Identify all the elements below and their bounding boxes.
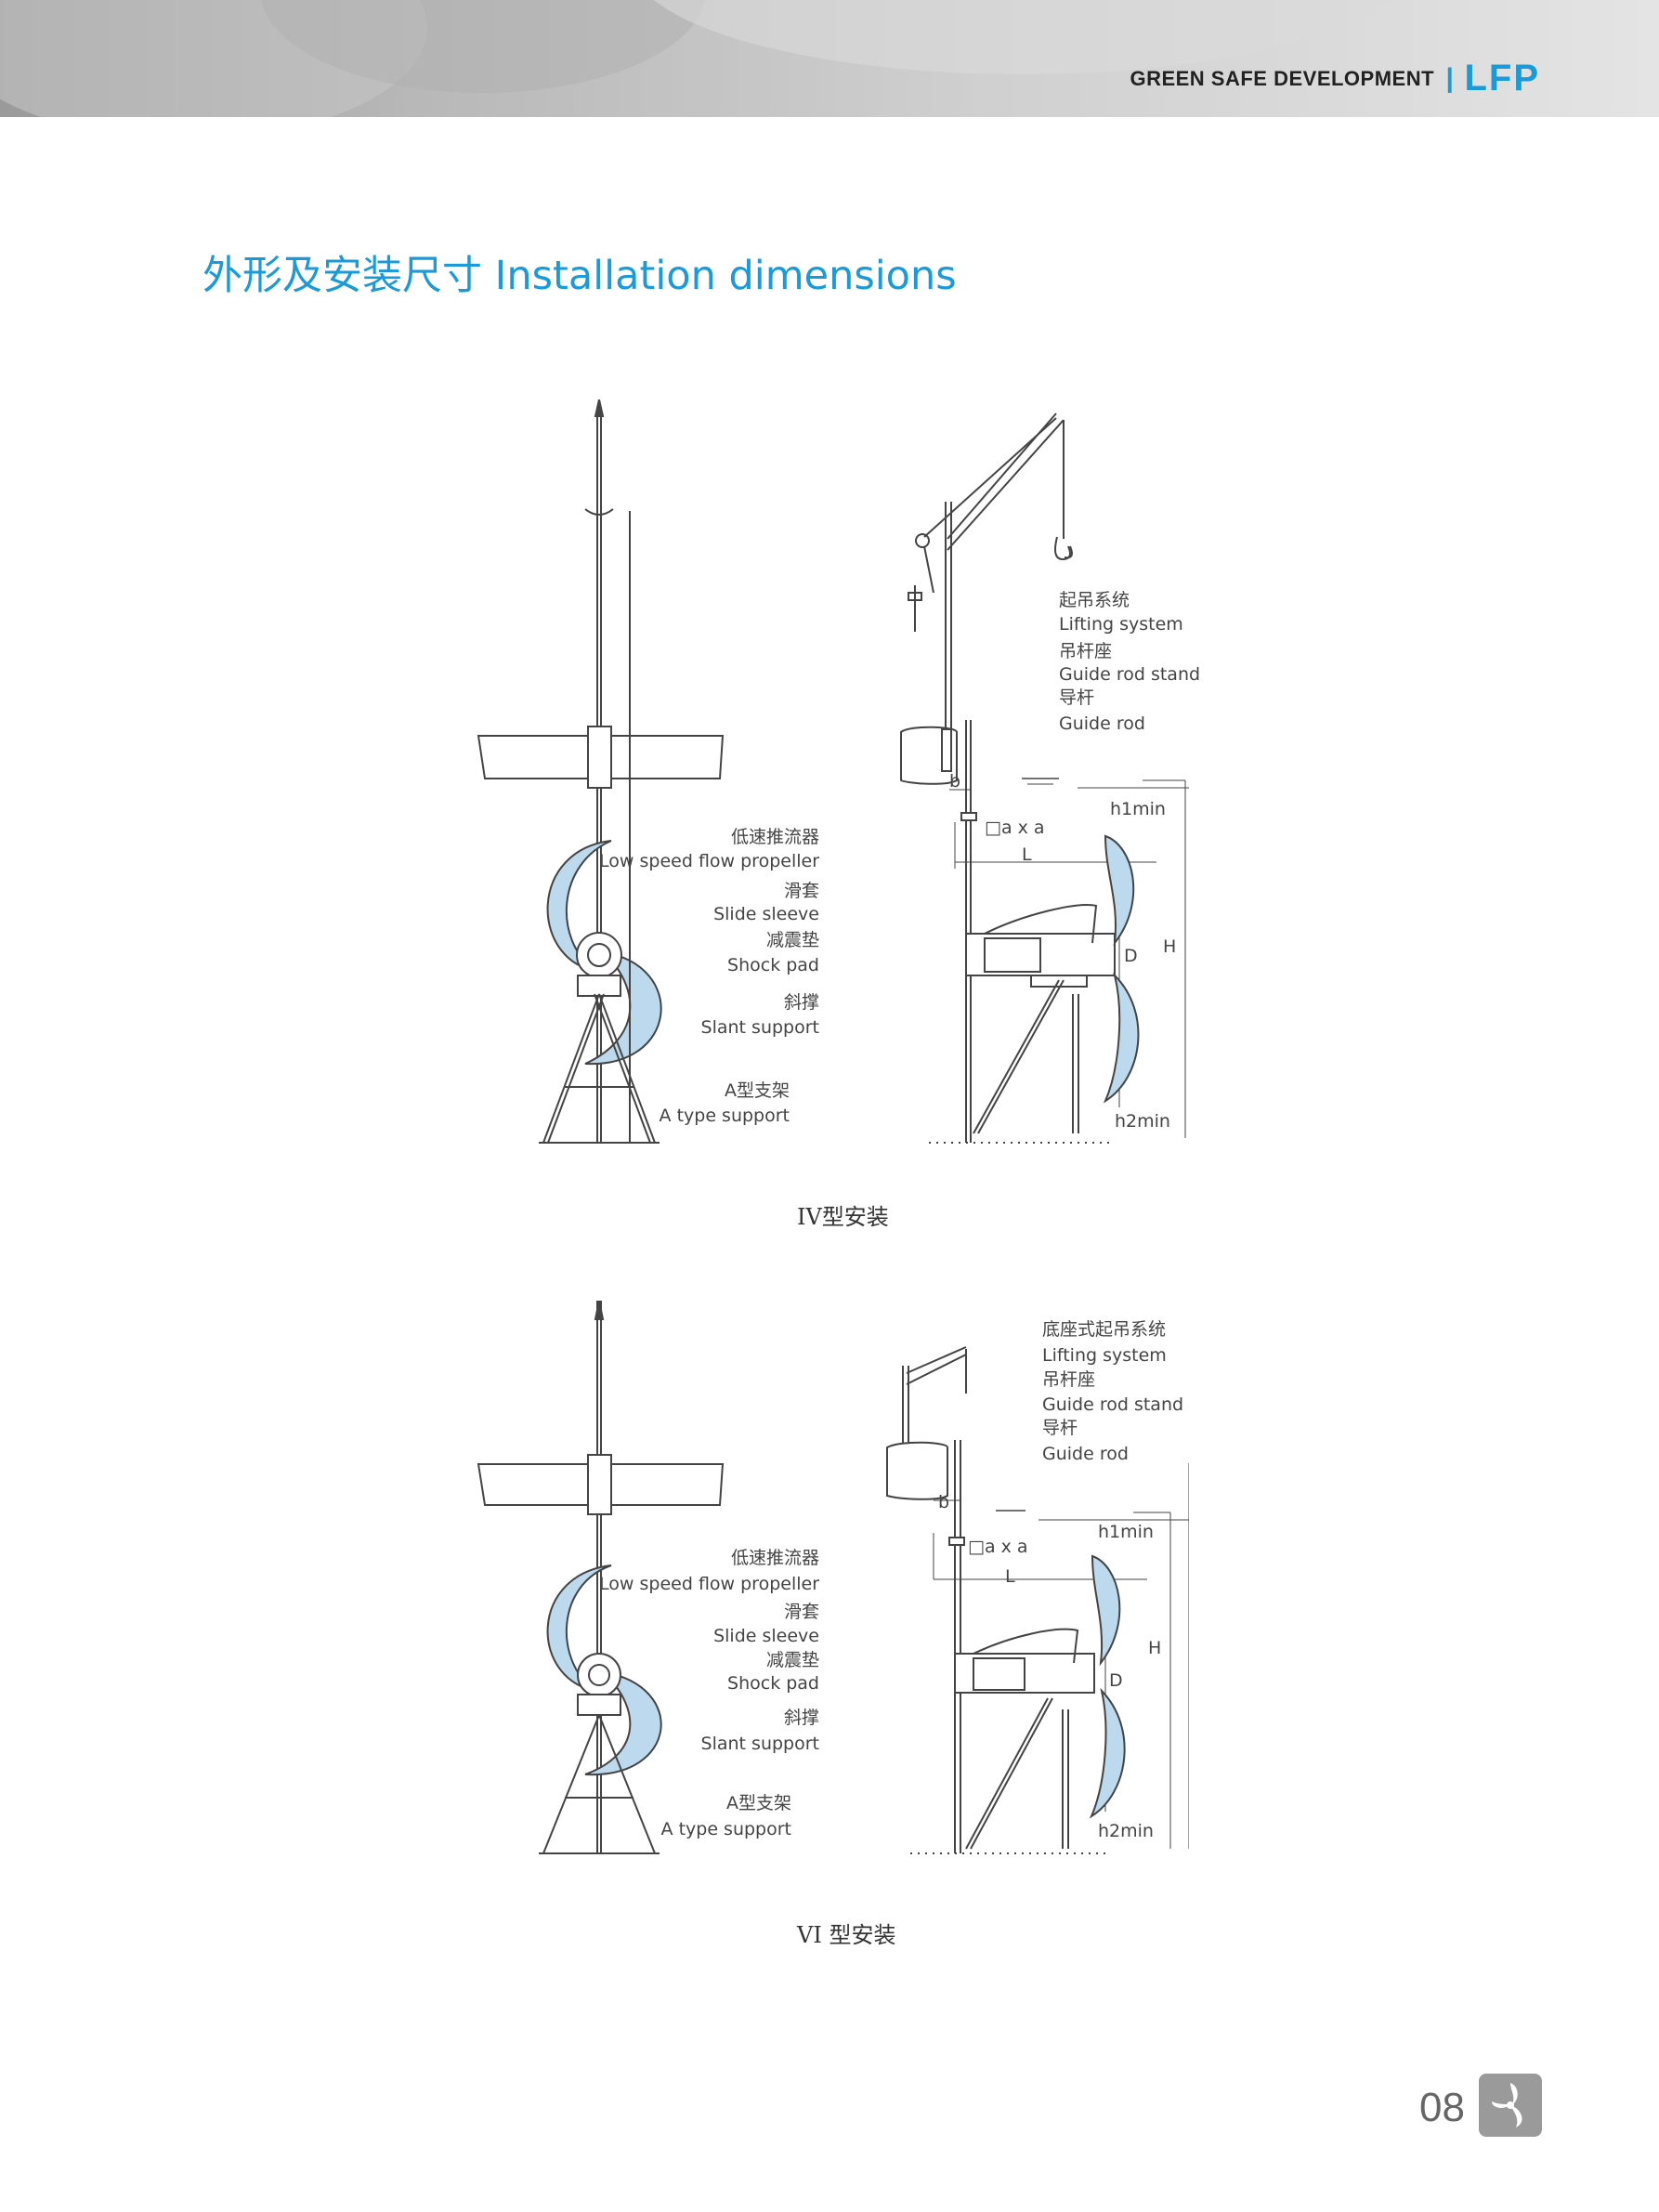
label-propeller-cn: 低速推流器 [730, 1548, 819, 1568]
label-slant-cn: 斜撑 [783, 992, 819, 1013]
dim-L: L [1022, 844, 1032, 865]
dim-b: b [938, 1492, 950, 1512]
dim-h1: h1min [1098, 1522, 1154, 1542]
label-lifting-cn: 底座式起吊系统 [1042, 1319, 1167, 1340]
brand-separator: | [1445, 62, 1454, 94]
figure-vi-drawing [477, 1301, 1189, 1854]
caption-iv: IV型安装 [797, 1204, 889, 1230]
label-atype-cn: A型支架 [726, 1793, 791, 1813]
label-stand-cn: 吊杆座 [1042, 1369, 1096, 1390]
label-stand-en: Guide rod stand [1059, 664, 1201, 685]
dim-H: H [1163, 936, 1177, 957]
label-slant-en: Slant support [700, 1734, 819, 1754]
label-atype-cn: A型支架 [725, 1080, 790, 1101]
brand-logo: LFP [1464, 58, 1540, 98]
label-shock-cn: 减震垫 [765, 1650, 819, 1670]
header-band: GREEN SAFE DEVELOPMENT | LFP [0, 0, 1659, 117]
brand: GREEN SAFE DEVELOPMENT | LFP [1130, 58, 1540, 99]
label-stand-en: Guide rod stand [1042, 1394, 1184, 1415]
page-number: 08 [1419, 2085, 1465, 2130]
label-sleeve-cn: 滑套 [783, 1602, 819, 1622]
label-rod-en: Guide rod [1059, 713, 1145, 734]
label-rod-en: Guide rod [1042, 1444, 1129, 1464]
label-slant-cn: 斜撑 [783, 1708, 819, 1728]
label-propeller-en: Low speed flow propeller [599, 1574, 819, 1594]
label-atype-en: A type support [660, 1819, 791, 1839]
label-slant-en: Slant support [700, 1017, 819, 1038]
dim-h2: h2min [1115, 1111, 1170, 1132]
label-rod-cn: 导杆 [1059, 687, 1095, 708]
installation-figure-iv: 起吊系统 Lifting system 吊杆座 Guide rod stand … [464, 399, 1200, 1236]
label-sleeve-en: Slide sleeve [713, 904, 819, 924]
header-decoration [0, 0, 1390, 117]
dim-h1: h1min [1110, 799, 1166, 819]
dim-axa: □a x a [985, 818, 1045, 838]
brand-tagline: GREEN SAFE DEVELOPMENT [1130, 66, 1435, 90]
label-stand-cn: 吊杆座 [1059, 641, 1113, 661]
label-lifting-cn: 起吊系统 [1059, 590, 1130, 610]
label-atype-en: A type support [659, 1106, 790, 1126]
dim-H: H [1148, 1638, 1162, 1658]
label-rod-cn: 导杆 [1042, 1418, 1078, 1438]
label-sleeve-en: Slide sleeve [713, 1626, 819, 1646]
dim-b: b [949, 771, 961, 792]
dim-h2: h2min [1098, 1821, 1154, 1841]
page-title: 外形及安装尺寸 Installation dimensions [202, 253, 957, 299]
dim-L: L [1005, 1566, 1015, 1587]
label-shock-cn: 减震垫 [765, 930, 819, 950]
dim-D: D [1124, 946, 1138, 966]
label-lifting-en: Lifting system [1059, 614, 1183, 635]
caption-vi: VI 型安装 [797, 1922, 896, 1948]
label-propeller-en: Low speed flow propeller [599, 851, 819, 871]
dim-D: D [1109, 1670, 1123, 1691]
label-lifting-en: Lifting system [1042, 1345, 1167, 1366]
propeller-logo-icon [1479, 2074, 1542, 2137]
label-shock-en: Shock pad [727, 1673, 819, 1694]
dim-axa: □a x a [968, 1537, 1028, 1557]
figure-iv-drawing [477, 399, 1189, 1144]
label-shock-en: Shock pad [727, 955, 819, 975]
installation-figure-vi: 底座式起吊系统 Lifting system 吊杆座 Guide rod sta… [464, 1301, 1189, 1886]
label-propeller-cn: 低速推流器 [730, 827, 819, 847]
label-sleeve-cn: 滑套 [783, 881, 819, 901]
